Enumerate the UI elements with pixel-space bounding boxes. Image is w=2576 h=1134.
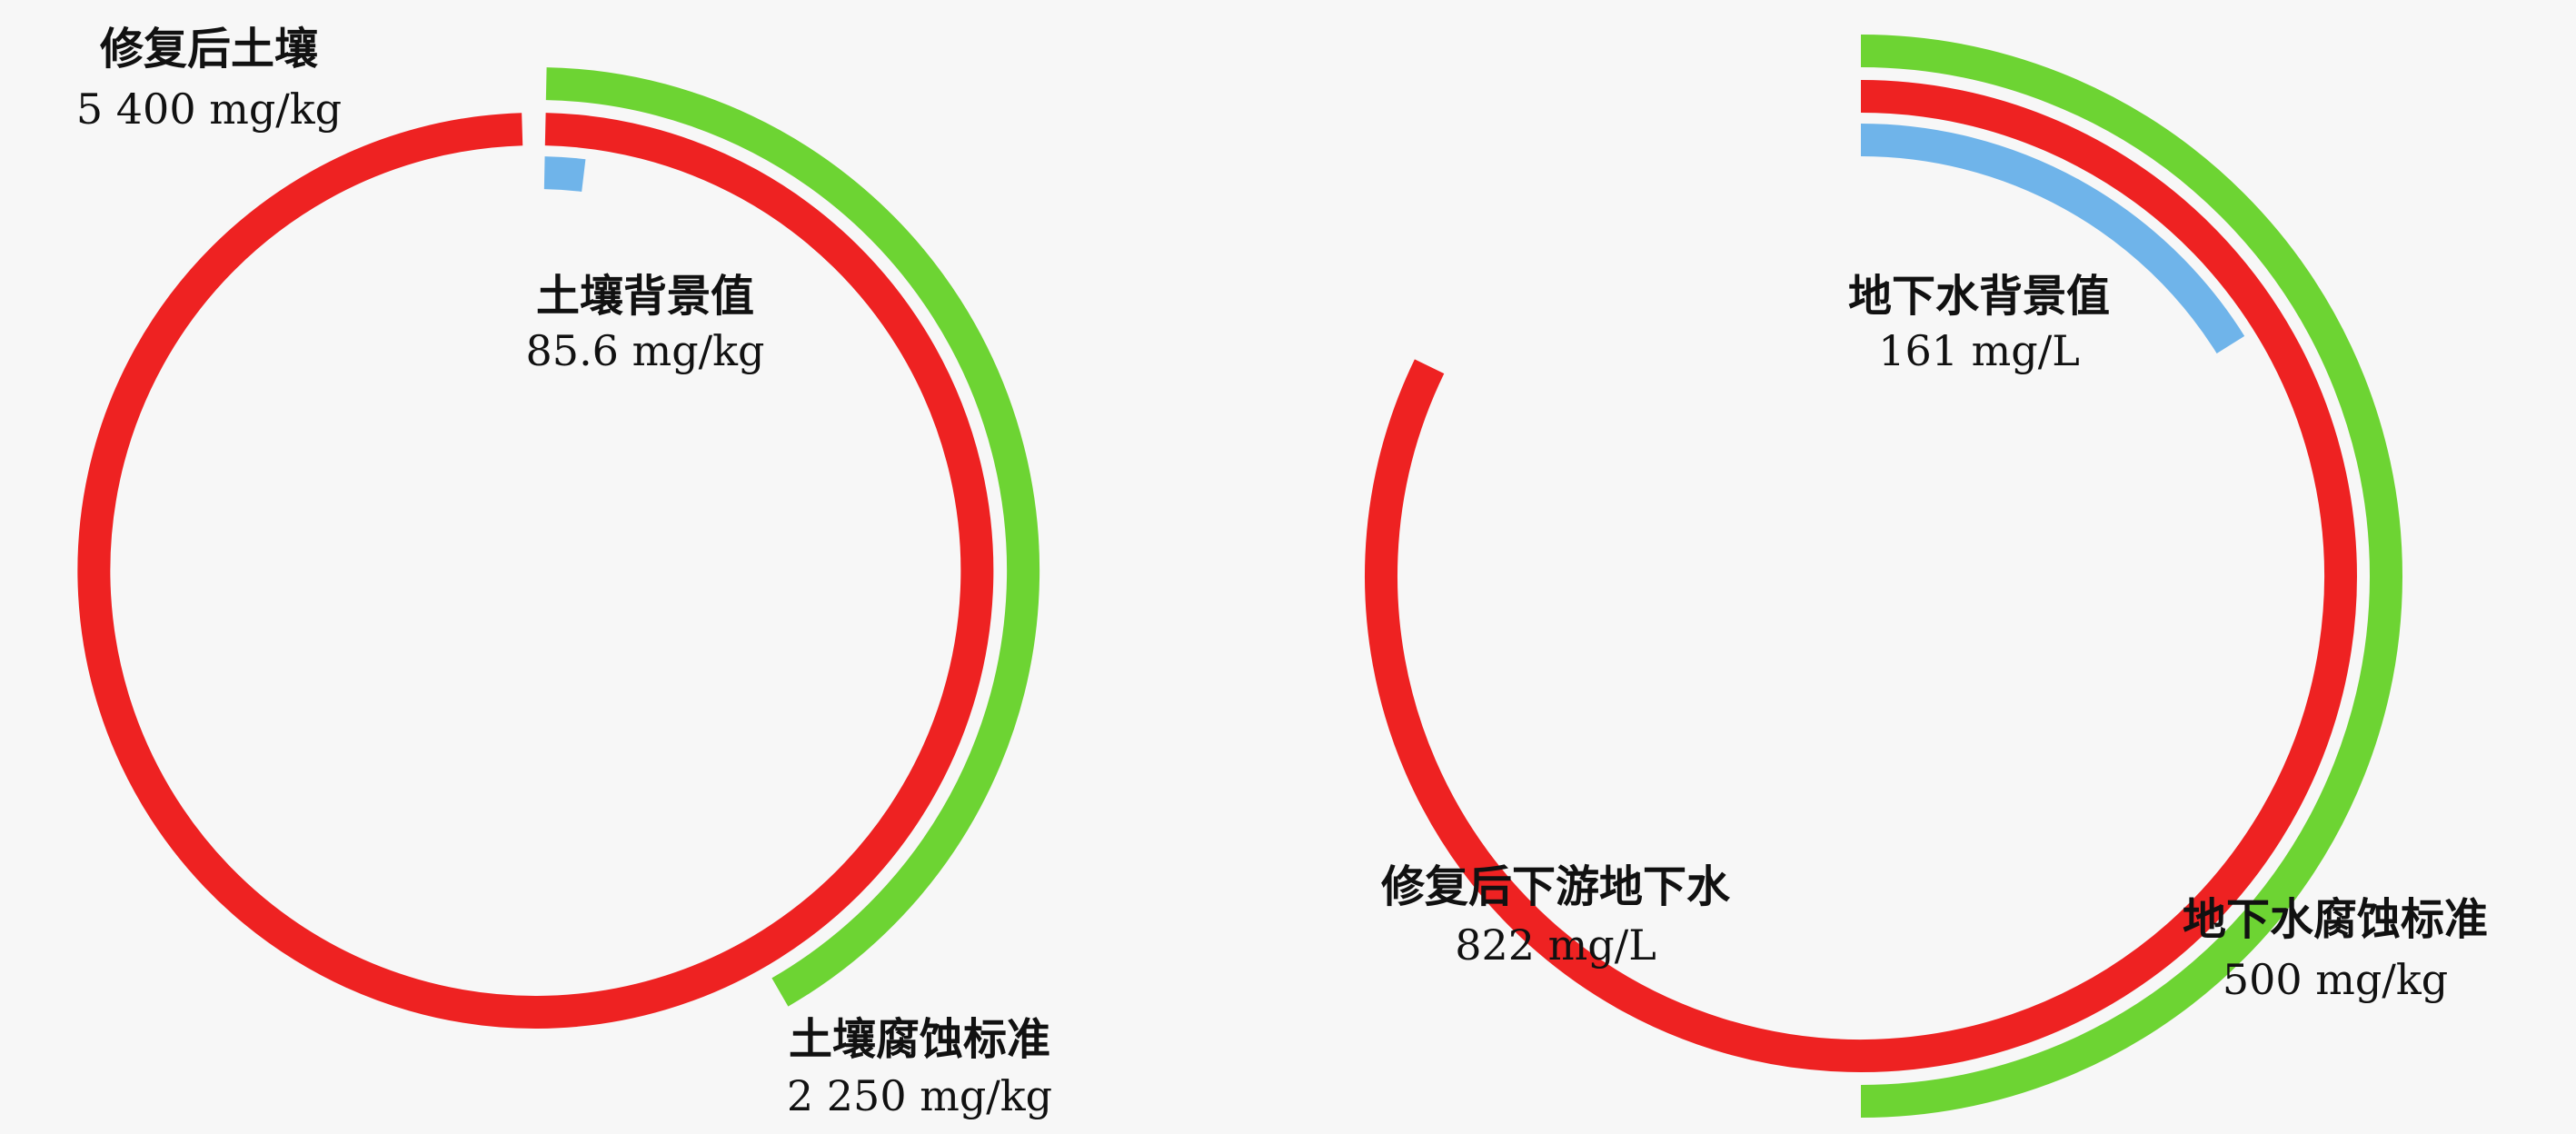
groundwater-remediated-arc [1365, 80, 2357, 1072]
soil-background-value: 85.6 mg/kg [526, 326, 765, 375]
groundwater-standard-value: 500 mg/kg [2223, 955, 2448, 1004]
soil-chart: 修复后土壤 5 400 mg/kg 土壤背景值 85.6 mg/kg 土壤腐蚀标… [76, 24, 1052, 1120]
soil-remediated-label: 修复后土壤 [100, 24, 318, 75]
soil-standard-label: 土壤腐蚀标准 [789, 1014, 1050, 1065]
groundwater-standard-label: 地下水腐蚀标准 [2183, 894, 2488, 945]
groundwater-remediated-label: 修复后下游地下水 [1381, 861, 1731, 912]
soil-background-arc [543, 156, 586, 192]
soil-background-label: 土壤背景值 [536, 271, 754, 322]
soil-standard-value: 2 250 mg/kg [787, 1071, 1052, 1120]
soil-corrosion-standard-arc [545, 67, 1040, 1007]
groundwater-remediated-value: 822 mg/L [1455, 920, 1656, 970]
groundwater-background-arc [1860, 124, 2245, 353]
groundwater-background-value: 161 mg/L [1878, 326, 2080, 375]
groundwater-chart: 修复后下游地下水 822 mg/L 地下水背景值 161 mg/L 地下水腐蚀标… [1365, 35, 2488, 1118]
groundwater-background-label: 地下水背景值 [1848, 271, 2110, 322]
soil-remediated-arc [77, 113, 994, 1029]
soil-remediated-value: 5 400 mg/kg [76, 85, 342, 134]
groundwater-corrosion-standard-arc [1860, 35, 2402, 1118]
